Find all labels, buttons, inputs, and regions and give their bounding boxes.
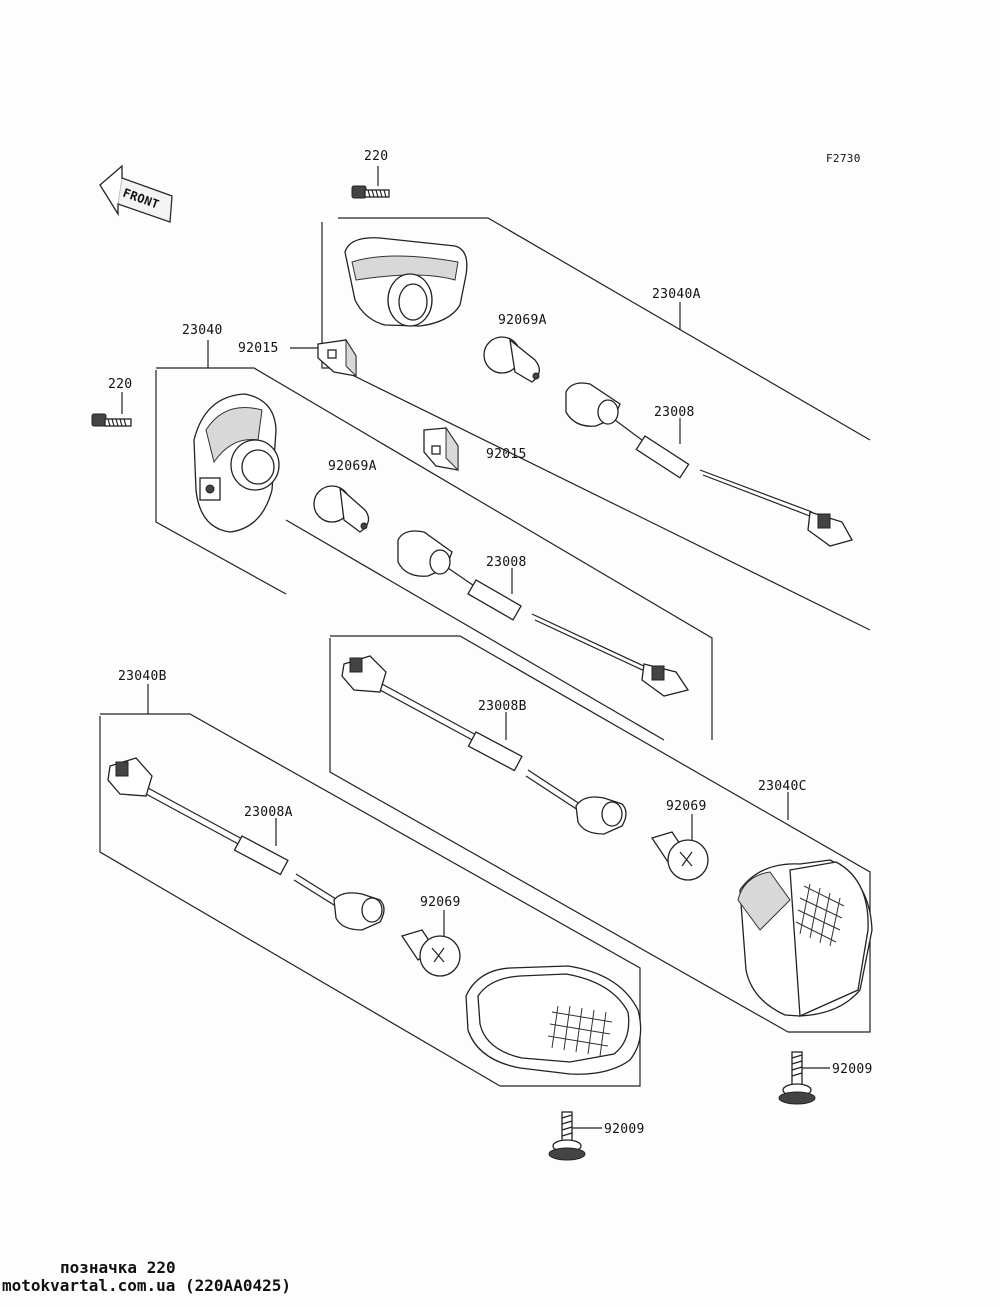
bulb-92069A-top-icon <box>483 336 540 383</box>
clip-92015-a-icon <box>317 338 357 378</box>
label-23008-top: 23008 <box>654 405 695 420</box>
bulb-92069-right-icon <box>650 814 709 881</box>
lamp-housing-23040-icon <box>193 393 280 533</box>
screw-92009-bottom-icon <box>548 1111 586 1161</box>
label-92009-right: 92009 <box>832 1062 873 1077</box>
lamp-housing-23040A-icon <box>344 237 468 327</box>
bolt-220-left-icon <box>91 392 132 427</box>
label-92015-b: 92015 <box>486 447 527 462</box>
label-92069-right: 92069 <box>666 799 707 814</box>
bulb-92069A-mid-icon <box>285 485 665 741</box>
label-23008-mid: 23008 <box>486 555 527 570</box>
label-220-top: 220 <box>364 149 388 164</box>
label-23008A: 23008A <box>244 805 293 820</box>
footer-line-1: позначка 220 <box>60 1258 176 1277</box>
bolt-220-top-icon <box>351 166 390 199</box>
label-92015-a: 92015 <box>238 341 279 356</box>
harness-23008B-icon <box>341 655 627 835</box>
label-23040B: 23040B <box>118 669 167 684</box>
socket-harness-23008-mid-icon <box>397 530 690 697</box>
label-92069A-top: 92069A <box>498 313 547 328</box>
front-arrow-icon: FRONT <box>99 164 173 223</box>
bulb-92069-left-icon <box>400 910 461 977</box>
harness-23008A-icon <box>107 757 385 931</box>
label-23008B: 23008B <box>478 699 527 714</box>
clip-92015-b-icon <box>423 426 459 472</box>
label-92009-bottom: 92009 <box>604 1122 645 1137</box>
label-92069A-mid: 92069A <box>328 459 377 474</box>
label-23040A: 23040A <box>652 287 701 302</box>
figure-code: F2730 <box>826 152 861 165</box>
footer-line-2: motokvartal.com.ua (220AA0425) <box>2 1276 291 1295</box>
label-23040C: 23040C <box>758 779 807 794</box>
lamp-lens-23040C-icon <box>737 859 873 1017</box>
label-92069-left: 92069 <box>420 895 461 910</box>
lamp-lens-23040B-icon <box>465 965 642 1075</box>
socket-harness-23008-top-icon <box>565 382 853 547</box>
label-220-left: 220 <box>108 377 132 392</box>
screw-92009-right-icon <box>778 1051 816 1105</box>
label-23040: 23040 <box>182 323 223 338</box>
